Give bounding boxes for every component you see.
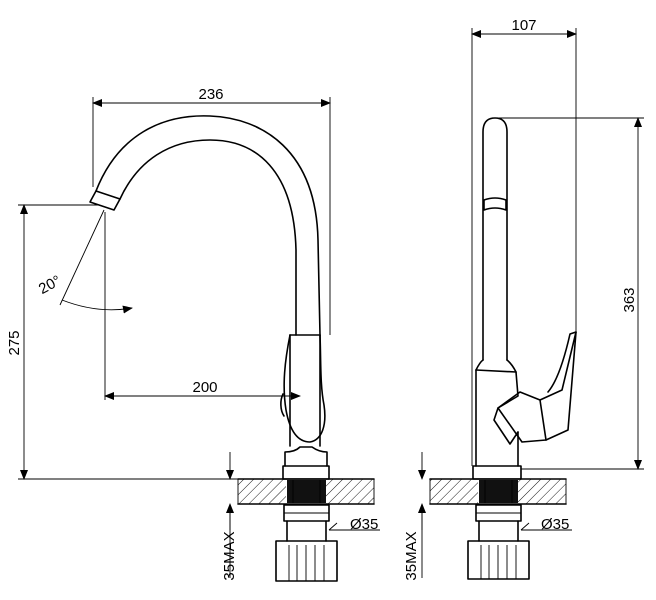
side-counter-slab	[429, 478, 567, 505]
side-height-dimension: 363	[495, 117, 644, 470]
front-mounting-shank	[275, 504, 338, 582]
front-view: 236 275 200 20° 35MAX	[6, 86, 380, 582]
front-height-label: 275	[6, 330, 23, 355]
front-height-dimension: 275	[6, 204, 238, 480]
front-counter-slab	[237, 478, 375, 505]
front-mount-thickness-label: 35MAX	[221, 531, 238, 580]
side-mounting-shank	[467, 504, 530, 580]
front-reach-label: 200	[192, 379, 217, 396]
front-width-label: 236	[198, 86, 223, 103]
side-hole-diameter-label: Ø35	[541, 516, 569, 533]
side-height-label: 363	[621, 287, 638, 312]
front-angle-label: 20°	[36, 272, 64, 298]
side-depth-dimension: 107	[471, 17, 577, 466]
side-hole-diameter-dimension: Ø35	[520, 516, 572, 533]
front-angle-dimension: 20°	[36, 209, 133, 314]
front-gooseneck-spout	[89, 115, 321, 336]
side-mount-thickness-label: 35MAX	[403, 531, 420, 580]
front-hole-diameter-dimension: Ø35	[328, 516, 380, 533]
front-faucet-base	[282, 446, 330, 480]
front-mount-thickness-dimension: 35MAX	[221, 452, 238, 581]
front-hole-diameter-label: Ø35	[350, 516, 378, 533]
front-reach-dimension: 200	[104, 212, 301, 400]
front-lever-handle	[280, 334, 326, 443]
side-view: 107 363 35MAX Ø35	[403, 17, 644, 581]
side-lever-body	[475, 331, 577, 445]
front-width-dimension: 236	[92, 86, 331, 335]
front-faucet-column	[289, 334, 321, 447]
side-mount-thickness-dimension: 35MAX	[403, 452, 426, 581]
side-depth-label: 107	[511, 17, 536, 34]
side-spout	[475, 117, 517, 373]
